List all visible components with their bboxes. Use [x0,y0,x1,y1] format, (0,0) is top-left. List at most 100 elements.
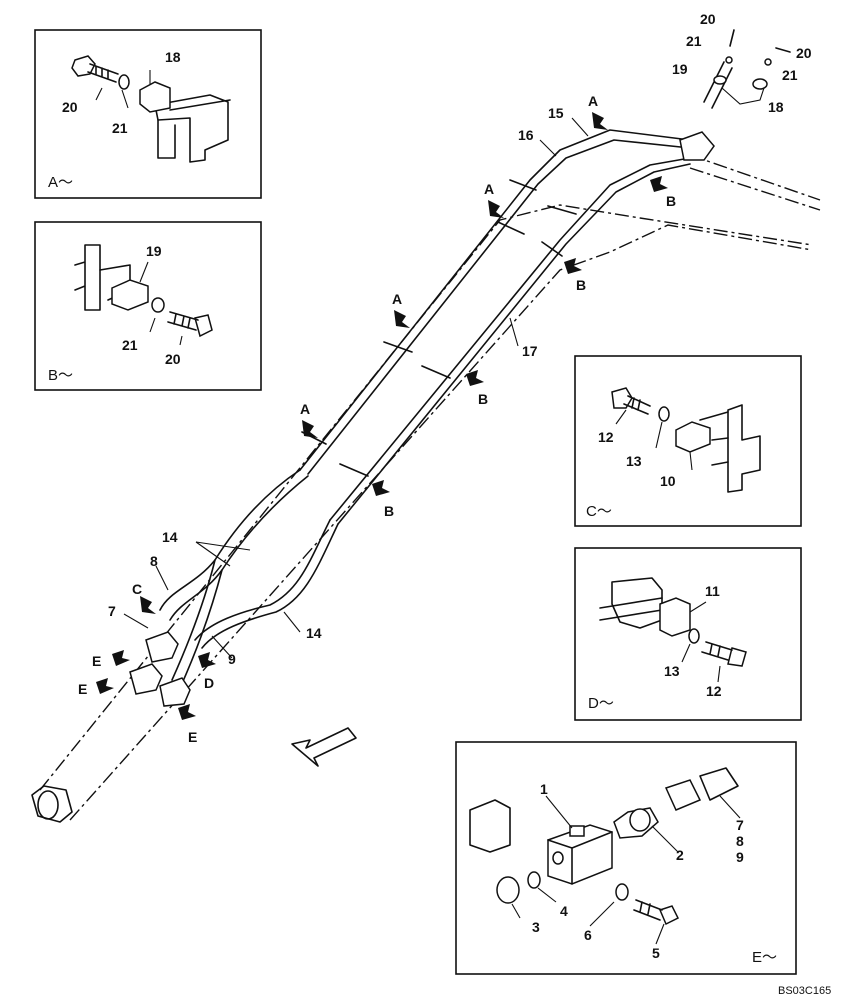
label-12-d: 12 [706,683,722,699]
label-2-e: 2 [676,847,684,863]
label-13-d: 13 [664,663,680,679]
label-5-e: 5 [652,945,660,961]
callout-a-1: A [588,93,598,109]
mount-plate-e [469,799,511,853]
callout-c: C [132,581,142,597]
detail-view-c: 12 13 10 C～ [574,355,802,527]
callout-arrow-b-1 [650,176,668,192]
washer-21-a [118,74,130,90]
bolt-12-c [611,387,633,409]
label-21-top-right: 21 [782,67,798,83]
clamp-10-c [675,421,711,453]
callout-e-3: E [188,729,197,745]
label-7: 7 [108,603,116,619]
boom-clamps [301,179,577,477]
valve-block-mid [145,631,179,663]
detail-view-e: 1 2 3 4 5 6 7 8 9 E～ [455,741,797,975]
bolt-5 [658,905,680,926]
callout-a-4: A [300,401,310,417]
pipe-15 [307,139,691,475]
callout-arrow-b-2 [564,258,582,274]
front-direction-arrow [291,727,357,767]
callout-b-2: B [576,277,586,293]
clamp-18-top [752,78,768,90]
bolt-20-top-left [729,29,735,47]
callout-b-4: B [384,503,394,519]
callout-arrow-b-3 [466,370,484,386]
bracket-d [611,577,663,629]
valve-block-1 [547,824,613,885]
callout-a-2: A [484,181,494,197]
washer-13-c [658,406,670,422]
detail-view-b: 19 21 20 B～ [34,221,262,391]
hose-14-lower [194,519,331,641]
label-19-b: 19 [146,243,162,259]
washer-21-top-left [725,56,733,64]
callout-arrow-a-4 [302,420,318,438]
clamp-11-d [659,597,691,637]
label-4-e: 4 [560,903,568,919]
boom-assembly: 20 21 19 20 21 18 15 16 17 14 14 8 7 9 [31,11,821,823]
bracket-b [74,244,101,311]
boom-foot [31,785,73,823]
label-3-e: 3 [532,919,540,935]
view-title-a: A～ [48,174,73,191]
callout-arrow-a-3 [394,310,410,328]
detail-view-b-frame [34,221,262,391]
callout-d: D [204,675,214,691]
hose-fitting-e [664,779,702,811]
bracket-a [154,94,229,163]
callout-arrow-a-2 [488,200,504,218]
view-title-e: E～ [752,949,777,966]
label-7-e: 7 [736,817,744,833]
clamp-19-b [111,279,149,311]
label-16: 16 [518,127,534,143]
callout-a-3: A [392,291,402,307]
bracket-c [727,404,761,493]
label-6-e: 6 [584,927,592,943]
pipe-16 [299,129,691,471]
detail-view-a: 18 20 21 A～ [34,29,262,199]
hose-14-upper [159,469,301,611]
callout-arrow-c [140,596,156,614]
bolt-12-d [727,647,747,667]
callout-arrow-e-1 [112,650,130,666]
label-9-e: 9 [736,849,744,865]
view-title-d: D～ [588,695,614,712]
label-17: 17 [522,343,538,359]
label-21-b: 21 [122,337,138,353]
detail-view-d: 11 13 12 D～ [574,547,802,721]
bolt-20-a [71,55,96,77]
callout-e-2: E [78,681,87,697]
label-18-top: 18 [768,99,784,115]
label-11-d: 11 [705,583,720,599]
head-fitting [679,131,715,161]
label-13-c: 13 [626,453,642,469]
hose-e [699,767,739,801]
valve-block-left [129,663,163,695]
callout-b-1: B [666,193,676,209]
pipe-17 [329,157,691,521]
washer-13-d [688,628,700,644]
detail-view-d-frame [574,547,802,721]
label-8: 8 [150,553,158,569]
plug-3 [496,876,520,904]
label-20-b: 20 [165,351,181,367]
callout-b-3: B [478,391,488,407]
bolt-20-top-right [775,47,791,53]
drawing-code: BS03C165 [778,985,831,997]
label-20-top-left: 20 [700,11,716,27]
view-title-b: B～ [48,367,73,384]
valve-block-right [159,677,191,707]
washer-6 [615,883,629,901]
washer-21-top-right [764,58,772,66]
clamp-18-a [139,81,171,113]
washer-21-b [151,297,165,313]
callout-arrow-e-2 [96,678,114,694]
label-15: 15 [548,105,564,121]
callout-arrow-b-4 [372,480,390,496]
label-19-top: 19 [672,61,688,77]
o-ring-4 [527,871,541,889]
view-callouts: A A A A B B B B C D E E E [78,93,676,745]
label-14-top: 14 [162,529,178,545]
